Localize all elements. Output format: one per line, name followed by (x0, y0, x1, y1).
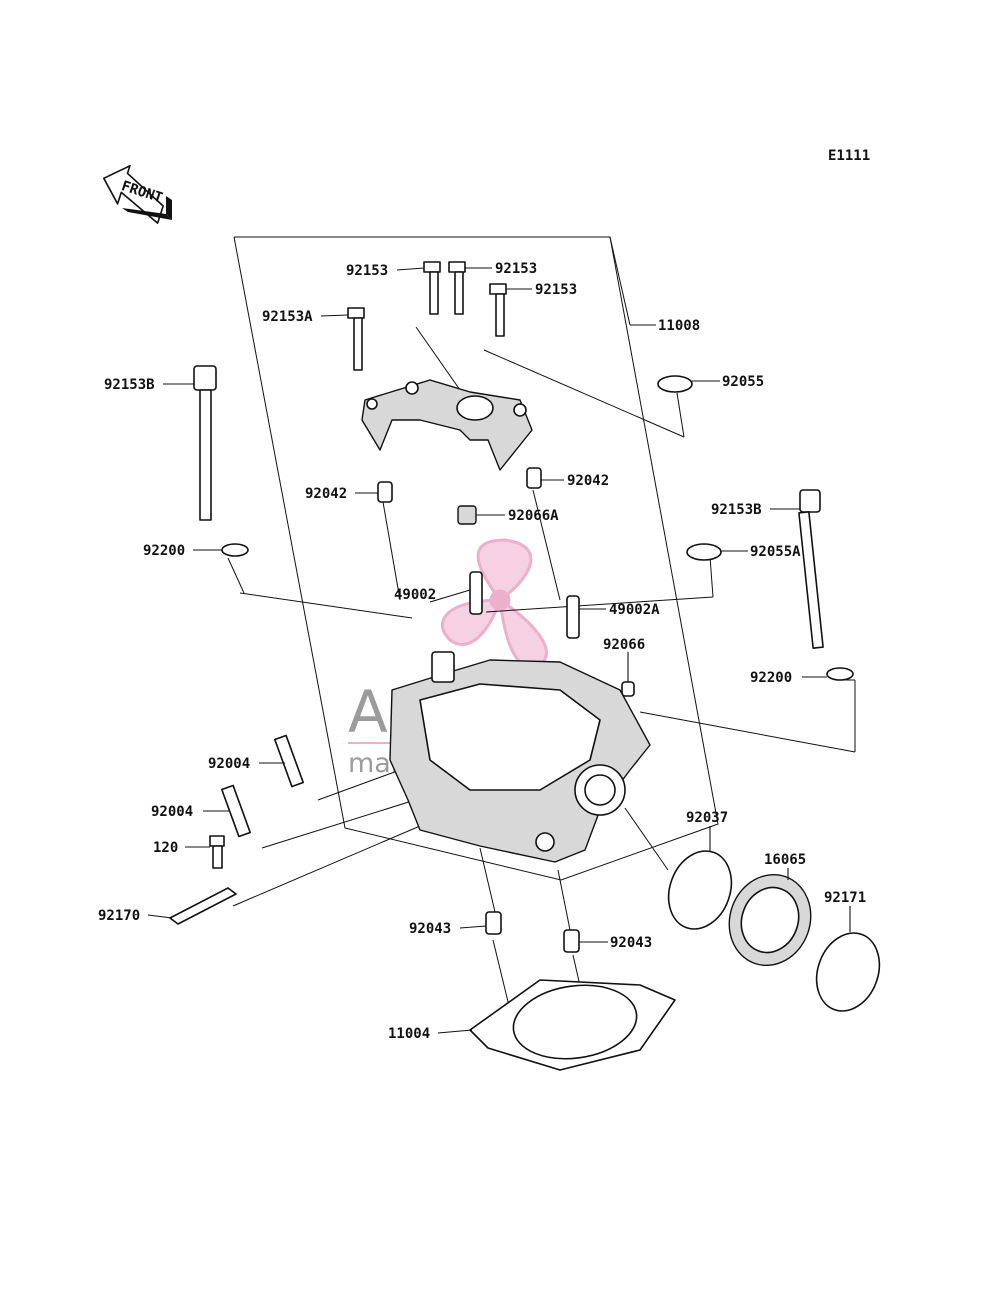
head-gasket-11004 (469, 979, 676, 1071)
label-leaders (147, 267, 851, 1034)
label-92043-left: 92043 (409, 921, 451, 937)
label-92153-b: 92153 (495, 261, 537, 277)
label-49002A: 49002A (609, 602, 660, 618)
label-92055: 92055 (722, 374, 764, 390)
label-92066A: 92066A (508, 508, 559, 524)
label-92153B-left: 92153B (104, 377, 155, 393)
label-92043-right: 92043 (610, 935, 652, 951)
bolt-92153B-right (798, 489, 824, 649)
intake-joint-16065 (728, 873, 812, 967)
label-92171: 92171 (824, 890, 866, 906)
oring-92055 (657, 375, 693, 393)
label-92042-left: 92042 (305, 486, 347, 502)
dowel-92042-right (526, 467, 542, 489)
label-92037: 92037 (686, 810, 728, 826)
label-92066: 92066 (603, 637, 645, 653)
washer-92200-left (221, 543, 249, 557)
plug-92066A (457, 505, 477, 525)
label-92170: 92170 (98, 908, 140, 924)
oring-92055A (686, 543, 722, 561)
leader-lines (227, 326, 856, 1031)
cylinder-head (389, 651, 651, 863)
label-92200-left: 92200 (143, 543, 185, 559)
bolt-92153B-left (193, 365, 217, 521)
camshaft-holder (361, 379, 533, 471)
valve-guide-49002 (469, 571, 483, 615)
label-92153-c: 92153 (535, 282, 577, 298)
stud-92004-lower (221, 784, 251, 838)
bolt-92153-a (423, 261, 441, 315)
label-92153A: 92153A (262, 309, 313, 325)
stud-92004-upper (274, 734, 304, 788)
washer-92200-right (826, 667, 854, 681)
label-92055A: 92055A (750, 544, 801, 560)
valve-guide-49002A (566, 595, 580, 639)
dowel-92042-left (377, 481, 393, 503)
label-92042-right: 92042 (567, 473, 609, 489)
bolt-92153-c (489, 283, 507, 337)
diagram-code: E1111 (828, 148, 870, 164)
bracket-92170 (169, 887, 237, 925)
clamp-92037 (667, 850, 733, 930)
bolt-92153-b (448, 261, 466, 315)
front-arrow-icon: FRONT (103, 164, 172, 224)
assembly-outline (233, 236, 719, 881)
clamp-92171 (815, 932, 881, 1012)
label-92153-a: 92153 (346, 263, 388, 279)
label-92153B-right: 92153B (711, 502, 762, 518)
label-49002: 49002 (394, 587, 436, 603)
label-92004-lower: 92004 (151, 804, 193, 820)
dowel-92043-right (563, 929, 580, 953)
label-92200-right: 92200 (750, 670, 792, 686)
bolt-120 (209, 835, 225, 869)
label-92004-upper: 92004 (208, 756, 250, 772)
label-11004: 11004 (388, 1026, 430, 1042)
label-120: 120 (153, 840, 178, 856)
label-16065: 16065 (764, 852, 806, 868)
bolt-92153A (347, 307, 365, 371)
pin-92066 (621, 681, 635, 697)
propeller-icon (440, 538, 548, 669)
dowel-92043-left (485, 911, 502, 935)
label-11008: 11008 (658, 318, 700, 334)
